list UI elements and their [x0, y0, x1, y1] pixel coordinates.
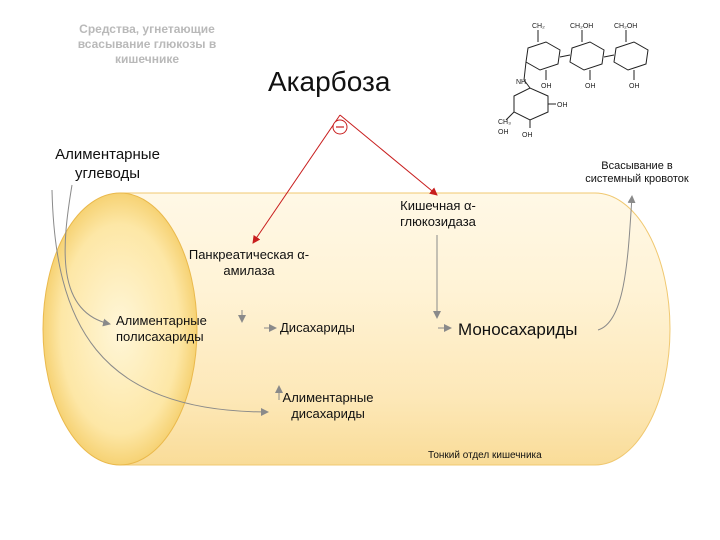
acarbose-structure: [505, 30, 649, 128]
formula-ch2oh-3: CH₂OH: [614, 23, 637, 30]
arrow-carbs-to-polysaccharides: [64, 184, 111, 327]
inhibition-arrow-glucosidase: [339, 114, 438, 196]
formula-oh-3: OH: [629, 83, 640, 90]
label-alimentary-polysaccharides: Алиментарные полисахариды: [116, 313, 207, 344]
inhibition-arrow-amylase: [252, 114, 341, 244]
formula-oh-4: OH: [557, 102, 568, 109]
label-alimentary-disaccharides: Алиментарные дисахариды: [282, 390, 374, 421]
label-absorption: Всасывание в системный кровоток: [585, 160, 689, 185]
drug-title: Акарбоза: [268, 66, 391, 97]
formula-nh: NH: [516, 79, 526, 86]
arrow-monosaccharides-to-blood: [597, 195, 636, 331]
formula-oh-1: OH: [541, 83, 552, 90]
intestine-opening: [42, 192, 198, 466]
label-disaccharides: Дисахариды: [280, 320, 355, 335]
formula-oh-6: OH: [498, 129, 509, 136]
formula-oh-5: OH: [522, 132, 533, 139]
label-monosaccharides: Моносахариды: [458, 320, 578, 339]
formula-ch3: CH₃: [498, 119, 511, 126]
intestine-tube: [119, 192, 671, 466]
label-small-intestine: Тонкий отдел кишечника: [428, 450, 542, 461]
label-intestinal-glucosidase: Кишечная α-глюкозидаза: [400, 198, 476, 229]
arrow-carbs-to-disaccharides: [51, 189, 269, 416]
label-pancreatic-amylase: Панкреатическая α-амилаза: [188, 247, 310, 278]
formula-ch2oh-2: CH₂OH: [570, 23, 593, 30]
formula-oh-2: OH: [585, 83, 596, 90]
subtitle: Средства, угнетающие всасывание глюкозы …: [77, 22, 217, 66]
formula-ch2-1: CH₂: [532, 23, 545, 30]
label-alimentary-carbs: Алиментарные углеводы: [55, 146, 160, 182]
